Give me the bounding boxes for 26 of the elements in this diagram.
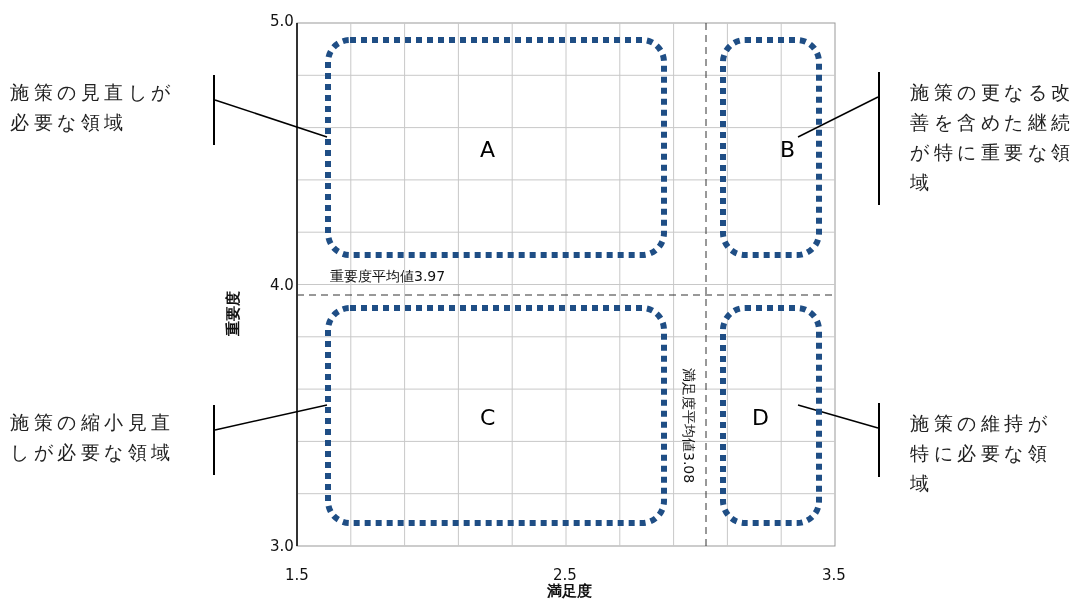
- leader-line: [214, 99, 328, 138]
- region-letter: C: [480, 405, 496, 430]
- dotted-region: [720, 305, 822, 526]
- leader-line: [214, 404, 328, 431]
- dotted-region: [325, 37, 667, 258]
- axis-tick-label: 1.5: [285, 566, 309, 584]
- axis-tick-label: 3.0: [270, 537, 294, 555]
- leader-line: [797, 404, 879, 429]
- leader-line: [797, 96, 879, 138]
- dotted-region: [325, 305, 667, 526]
- region-letter: B: [780, 137, 796, 162]
- region-description: 施策の更なる改善を含めた継続が特に重要な領域: [910, 80, 1076, 195]
- axis-tick-label: 2.5: [553, 566, 577, 584]
- region-description: 施策の見直しが必要な領域: [10, 80, 176, 135]
- region-description: 施策の維持が特に必要な領域: [910, 411, 1052, 496]
- dotted-region: [720, 37, 822, 258]
- region-letter: A: [480, 137, 496, 162]
- axis-tick-label: 5.0: [270, 12, 294, 30]
- axis-tick-label: 4.0: [270, 276, 294, 294]
- axis-tick-label: 3.5: [822, 566, 846, 584]
- region-description: 施策の縮小見直しが必要な領域: [10, 410, 176, 465]
- region-letter: D: [752, 405, 769, 430]
- axis-title: 満足度: [547, 582, 592, 601]
- average-label: 重要度平均値3.97: [330, 268, 446, 286]
- average-label: 満足度平均値3.08: [680, 368, 697, 484]
- axis-title: 重要度: [224, 291, 243, 336]
